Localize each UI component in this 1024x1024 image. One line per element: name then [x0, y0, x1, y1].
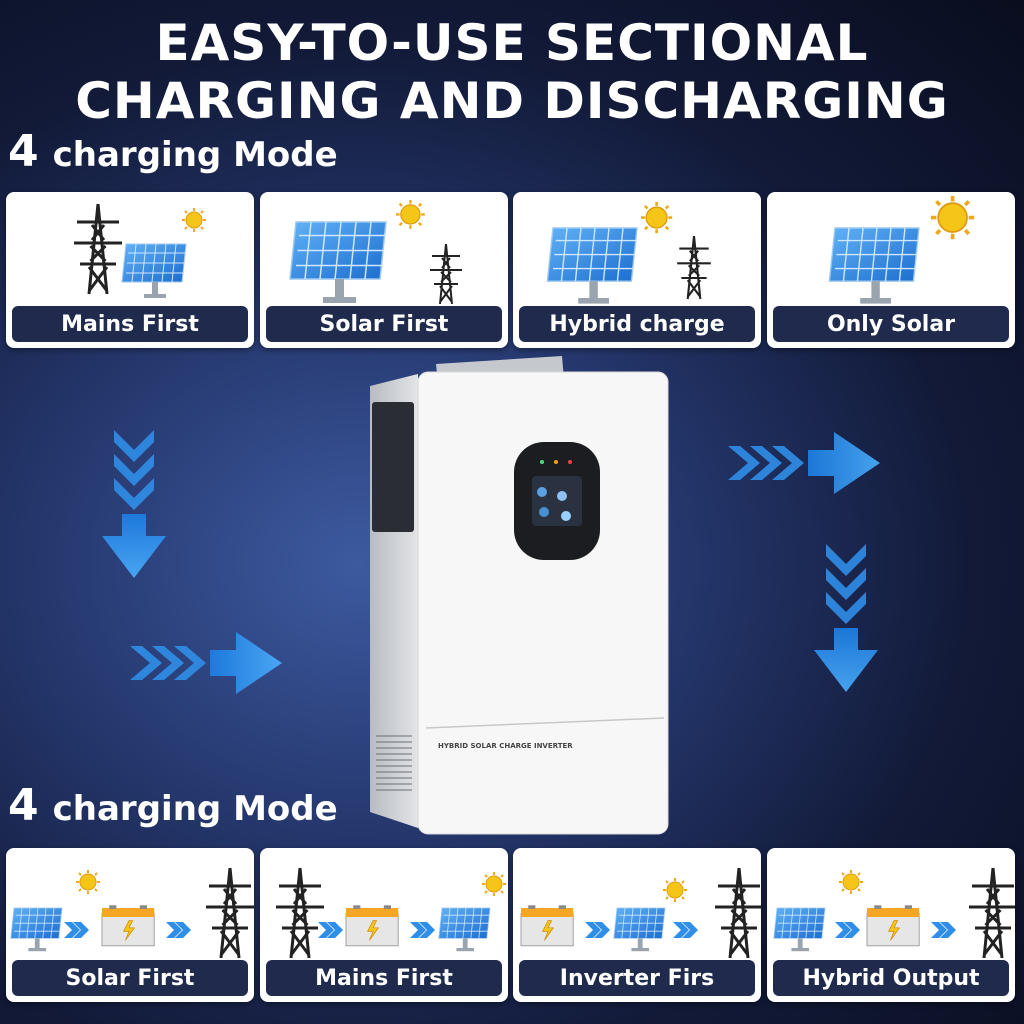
card-illustration — [546, 200, 712, 304]
output-mode-heading: 4 charging Mode — [8, 780, 338, 831]
mode-card-label: Only Solar — [773, 306, 1009, 342]
charging-mode-text: charging Mode — [52, 135, 338, 175]
power-tower-icon — [429, 243, 463, 304]
chevron-right-icon — [673, 922, 698, 938]
power-tower-icon — [676, 234, 712, 301]
mode-card-solar-first: Solar First — [260, 192, 508, 348]
solar-panel-icon — [773, 907, 826, 952]
chevron-right-icon — [410, 922, 435, 938]
chevron-right-icon — [931, 922, 956, 938]
card-illustration — [274, 866, 507, 960]
output-card-label: Mains First — [266, 960, 502, 996]
down-arrow-icon — [814, 544, 878, 692]
power-tower-icon — [713, 866, 761, 960]
sun-icon — [181, 207, 207, 233]
card-illustration — [520, 866, 761, 960]
chevron-right-icon — [64, 922, 89, 938]
power-tower-icon — [274, 866, 326, 960]
power-tower-icon — [204, 866, 254, 960]
sun-icon — [929, 194, 977, 241]
output-card-label: Inverter Firs — [519, 960, 755, 996]
charging-mode-count: 4 — [8, 126, 39, 177]
solar-panel-icon — [289, 221, 387, 304]
mode-card-label: Hybrid charge — [519, 306, 755, 342]
solar-panel-icon — [828, 227, 920, 304]
output-card-hybrid-output: Hybrid Output — [767, 848, 1015, 1002]
solar-panel-icon — [438, 907, 491, 952]
mode-card-label: Mains First — [12, 306, 248, 342]
output-card-inverter-first: Inverter Firs — [513, 848, 761, 1002]
battery-icon — [866, 904, 920, 947]
inverter-icon: HYBRID SOLAR CHARGE INVERTER — [370, 356, 669, 835]
card-illustration — [773, 866, 1015, 960]
output-card-label: Hybrid Output — [773, 960, 1009, 996]
right-arrow-icon — [728, 432, 880, 494]
battery-icon — [101, 904, 155, 947]
output-card-mains-first: Mains First — [260, 848, 508, 1002]
chevron-right-icon — [585, 922, 610, 938]
solar-panel-icon — [121, 243, 187, 299]
title-line-1: EASY-TO-USE SECTIONAL — [155, 14, 869, 72]
sun-icon — [662, 877, 688, 903]
battery-icon — [345, 904, 399, 947]
solar-panel-icon — [10, 907, 63, 952]
power-tower-icon — [967, 866, 1015, 960]
sun-icon — [481, 871, 507, 897]
charging-mode-heading: 4 charging Mode — [8, 126, 338, 177]
card-illustration — [289, 198, 463, 304]
chevron-right-icon — [166, 922, 191, 938]
card-illustration — [10, 866, 254, 960]
card-illustration — [828, 194, 977, 304]
solar-panel-icon — [546, 227, 638, 304]
mode-card-only-solar: Only Solar — [767, 192, 1015, 348]
mode-card-label: Solar First — [266, 306, 502, 342]
sun-icon — [394, 198, 426, 231]
mode-card-mains-first: Mains First — [6, 192, 254, 348]
title-line-2: CHARGING AND DISCHARGING — [75, 72, 949, 130]
output-card-solar-first: Solar First — [6, 848, 254, 1002]
battery-icon — [520, 904, 574, 947]
output-mode-text: charging Mode — [52, 789, 338, 829]
right-arrow-icon — [130, 632, 282, 694]
output-card-label: Solar First — [12, 960, 248, 996]
chevron-right-icon — [318, 922, 343, 938]
power-tower-icon — [72, 202, 124, 296]
solar-panel-icon — [613, 907, 666, 952]
sun-icon — [838, 869, 864, 895]
mode-card-hybrid-charge: Hybrid charge — [513, 192, 761, 348]
card-illustration — [72, 202, 207, 299]
sun-icon — [75, 869, 101, 895]
sun-icon — [639, 200, 674, 235]
chevron-right-icon — [835, 922, 860, 938]
output-mode-count: 4 — [8, 780, 39, 831]
inverter-front-label: HYBRID SOLAR CHARGE INVERTER — [438, 742, 573, 750]
down-arrow-icon — [102, 430, 166, 578]
